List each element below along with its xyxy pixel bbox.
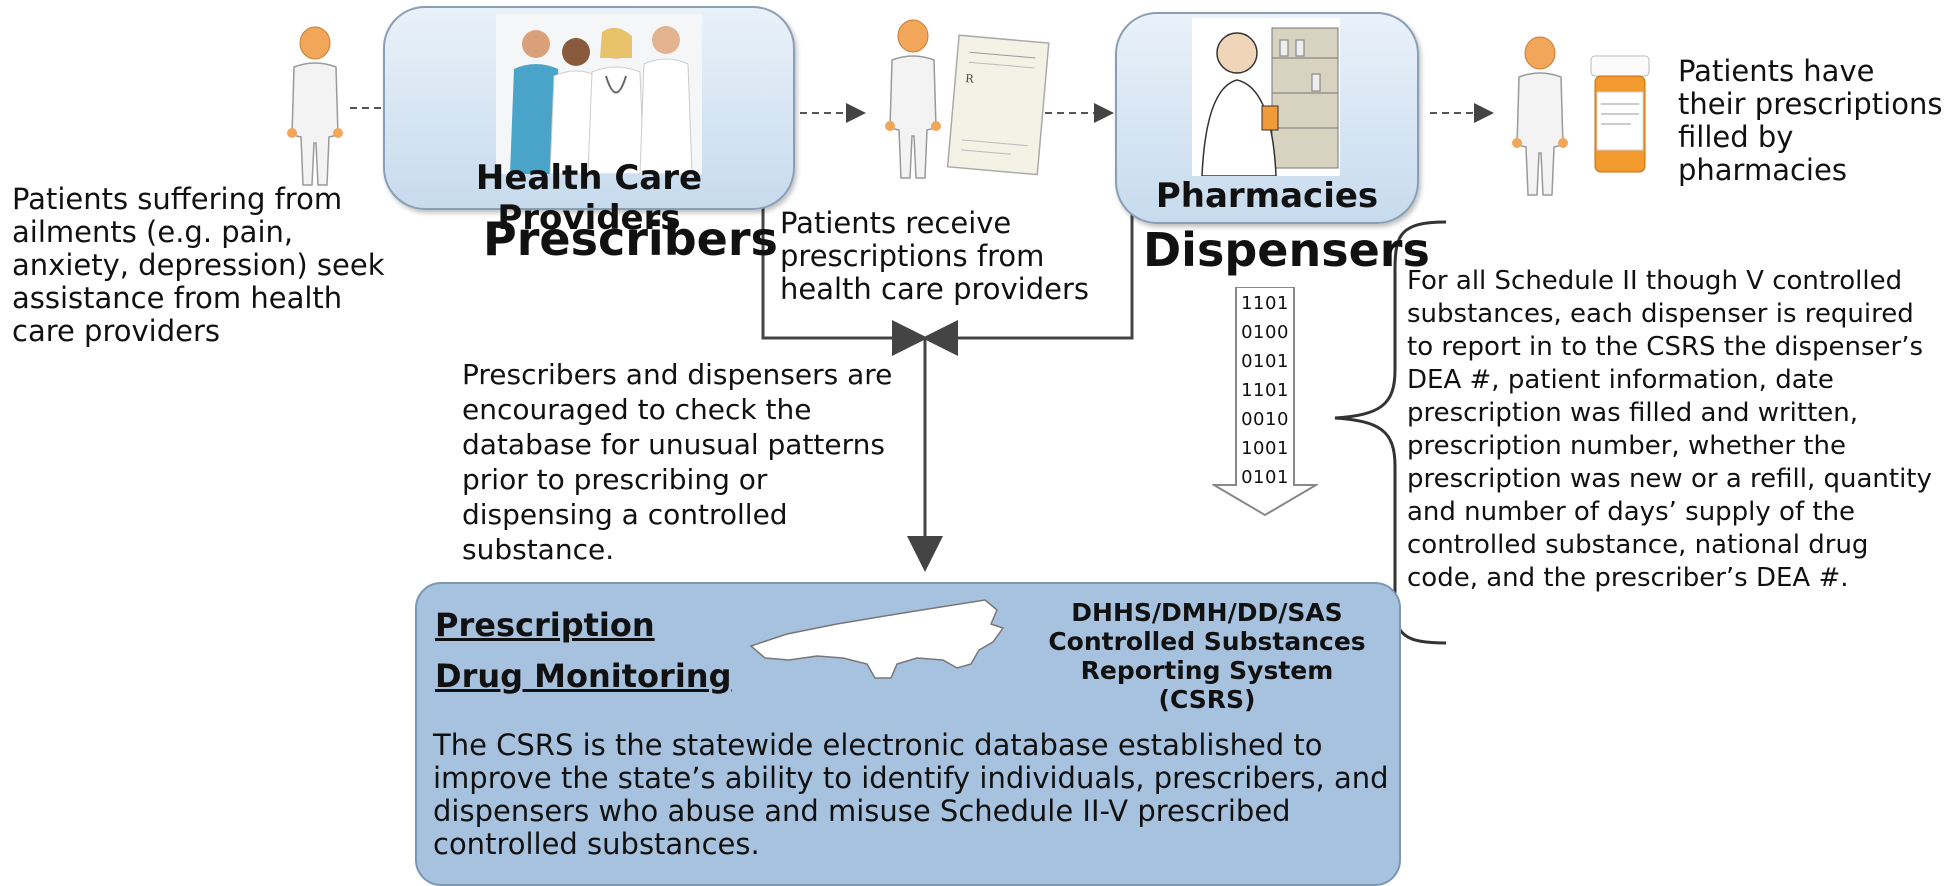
- binary-line: 0101: [1241, 351, 1289, 372]
- pill-bottle-icon: [1590, 55, 1650, 173]
- csrs-agency-title: DHHS/DMH/DD/SAS Controlled Substances Re…: [1048, 598, 1366, 714]
- doctor-figure: [510, 30, 562, 174]
- patient-seek-text: Patients suffering from ailments (e.g. p…: [12, 182, 385, 348]
- csrs-database-box: Prescription Drug Monitoring DHHS/DMH/DD…: [415, 582, 1401, 886]
- binary-line: 1101: [1241, 380, 1289, 401]
- binary-stack: 1101 0100 0101 1101 0010 1001 0101: [1236, 289, 1294, 492]
- nc-map-icon: [749, 599, 1005, 679]
- data-transfer-arrow: 1101 0100 0101 1101 0010 1001 0101: [1212, 287, 1318, 517]
- down-arrow-icon: [1212, 287, 1318, 517]
- check-database-text: Prescribers and dispensers are encourage…: [462, 358, 893, 566]
- dispensers-label: Dispensers: [1143, 223, 1430, 277]
- reporting-requirements-text: For all Schedule II though V controlled …: [1407, 266, 1932, 593]
- connector-pharmacies-to-merge: [922, 205, 1134, 356]
- pharmacies-box-title: Pharmacies: [1155, 176, 1379, 216]
- doctors-photo: [496, 14, 702, 174]
- prescriptions-filled-text: Patients have their prescriptions filled…: [1678, 54, 1943, 187]
- binary-line: 1101: [1241, 293, 1289, 314]
- prescription-pad-icon: R: [946, 34, 1050, 176]
- person-icon: [287, 26, 343, 186]
- prescribers-label: Prescribers: [483, 212, 778, 266]
- receive-prescriptions-text: Patients receive prescriptions from heal…: [780, 206, 1090, 306]
- csrs-description: The CSRS is the statewide electronic dat…: [433, 728, 1389, 861]
- binary-line: 0101: [1241, 467, 1289, 488]
- binary-line: 0010: [1241, 409, 1289, 430]
- csrs-heading-line2: Drug Monitoring: [435, 657, 732, 695]
- pharmacies-box: Pharmacies: [1115, 12, 1419, 224]
- person-icon: [1512, 36, 1568, 196]
- csrs-heading-line1: Prescription: [435, 606, 655, 644]
- pharmacist-photo: [1192, 18, 1340, 176]
- binary-line: 1001: [1241, 438, 1289, 459]
- binary-line: 0100: [1241, 322, 1289, 343]
- providers-box-title: Health Care Providers: [475, 158, 703, 238]
- svg-text:R: R: [965, 72, 975, 86]
- doctor-figure: [639, 26, 693, 174]
- health-care-providers-box: Health Care Providers: [383, 6, 795, 238]
- doctor-figure: [587, 27, 645, 174]
- person-icon: [885, 19, 941, 179]
- connector-providers-to-merge: [761, 205, 928, 356]
